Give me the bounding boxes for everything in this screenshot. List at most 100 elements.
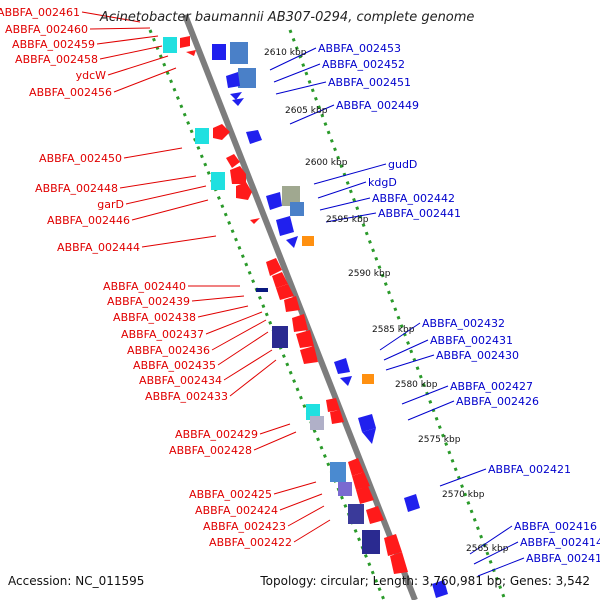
gene-arrow[interactable] <box>340 376 352 386</box>
right-gene-label[interactable]: ABBFA_002414 <box>520 536 600 549</box>
left-gene-label[interactable]: ABBFA_002422 <box>209 536 292 549</box>
gene-arrow[interactable] <box>230 92 242 100</box>
gene-arrow[interactable] <box>236 182 252 200</box>
gene-arrow[interactable] <box>292 314 308 332</box>
left-gene-label[interactable]: garD <box>97 198 124 211</box>
right-gene-label[interactable]: ABBFA_002449 <box>336 99 419 112</box>
gene-arrow[interactable] <box>250 218 260 224</box>
right-gene-label[interactable]: ABBFA_002453 <box>318 42 401 55</box>
gene-block[interactable] <box>290 202 304 216</box>
gene-arrow[interactable] <box>352 472 370 490</box>
left-gene-label[interactable]: ABBFA_002425 <box>189 488 272 501</box>
right-gene-label[interactable]: ABBFA_002442 <box>372 192 455 205</box>
gene-arrow[interactable] <box>334 358 350 374</box>
gene-block[interactable] <box>195 128 209 144</box>
left-gene-label[interactable]: ABBFA_002423 <box>203 520 286 533</box>
gene-block[interactable] <box>282 186 300 206</box>
gene-block[interactable] <box>211 172 225 190</box>
left-gene-label[interactable]: ABBFA_002444 <box>57 241 140 254</box>
left-leader-line <box>191 295 245 302</box>
gene-block[interactable] <box>256 288 268 292</box>
gene-block[interactable] <box>212 44 226 60</box>
gene-arrow[interactable] <box>266 258 282 276</box>
gene-arrow[interactable] <box>213 124 230 140</box>
gene-arrow[interactable] <box>226 72 240 88</box>
left-gene-label[interactable]: ABBFA_002424 <box>195 504 278 517</box>
gene-arrow[interactable] <box>326 398 340 412</box>
gene-arrow[interactable] <box>284 296 300 312</box>
gene-arrow[interactable] <box>362 428 376 444</box>
gene-block[interactable] <box>163 37 177 53</box>
right-gene-label[interactable]: ABBFA_002451 <box>328 76 411 89</box>
left-gene-label[interactable]: ABBFA_002459 <box>12 38 95 51</box>
right-gene-label[interactable]: ABBFA_002413 <box>526 552 600 565</box>
gene-block[interactable] <box>302 236 314 246</box>
gene-arrow[interactable] <box>186 50 196 56</box>
left-gene-label[interactable]: ydcW <box>76 69 107 82</box>
left-gene-label[interactable]: ABBFA_002438 <box>113 311 196 324</box>
gene-block[interactable] <box>330 462 346 482</box>
gene-arrow[interactable] <box>366 506 384 524</box>
gene-arrow[interactable] <box>348 458 364 476</box>
left-gene-label[interactable]: ABBFA_002450 <box>39 152 122 165</box>
left-gene-label[interactable]: ABBFA_002433 <box>145 390 228 403</box>
kbp-position-label: 2585 kbp <box>372 325 415 335</box>
gene-arrow[interactable] <box>230 166 246 184</box>
gene-block[interactable] <box>310 416 324 430</box>
right-gene-label[interactable]: ABBFA_002427 <box>450 380 533 393</box>
gene-block[interactable] <box>230 42 248 64</box>
gene-arrow[interactable] <box>404 494 420 512</box>
right-gene-label[interactable]: ABBFA_002416 <box>514 520 597 533</box>
gene-block[interactable] <box>362 374 374 384</box>
gene-arrow[interactable] <box>276 284 294 300</box>
right-gene-label[interactable]: ABBFA_002431 <box>430 334 513 347</box>
gene-arrow[interactable] <box>296 330 314 348</box>
gene-block[interactable] <box>338 482 352 496</box>
left-gene-label[interactable]: ABBFA_002448 <box>35 182 118 195</box>
left-gene-label[interactable]: ABBFA_002446 <box>47 214 130 227</box>
right-gene-label[interactable]: ABBFA_002430 <box>436 349 519 362</box>
gene-block[interactable] <box>348 504 364 524</box>
gene-arrow[interactable] <box>286 236 298 248</box>
left-gene-label[interactable]: ABBFA_002435 <box>133 359 216 372</box>
left-leader-line <box>229 359 277 397</box>
gene-arrow[interactable] <box>358 414 376 432</box>
left-gene-label[interactable]: ABBFA_002439 <box>107 295 190 308</box>
gene-arrow[interactable] <box>384 534 402 556</box>
left-leader-line <box>223 349 273 381</box>
gene-arrow[interactable] <box>246 130 262 144</box>
gene-arrow[interactable] <box>330 410 344 424</box>
gene-block[interactable] <box>238 68 256 88</box>
gene-arrow[interactable] <box>432 580 448 598</box>
left-gene-label[interactable]: ABBFA_002458 <box>15 53 98 66</box>
left-gene-label[interactable]: ABBFA_002440 <box>103 280 186 293</box>
left-gene-label[interactable]: ABBFA_002434 <box>139 374 222 387</box>
gene-arrow[interactable] <box>356 486 374 504</box>
gene-block[interactable] <box>272 326 288 348</box>
right-gene-label[interactable]: ABBFA_002426 <box>456 395 539 408</box>
left-gene-label[interactable]: ABBFA_002428 <box>169 444 252 457</box>
left-gene-label[interactable]: ABBFA_002456 <box>29 86 112 99</box>
gene-block[interactable] <box>362 530 380 554</box>
gene-arrow[interactable] <box>272 272 288 288</box>
gene-arrow[interactable] <box>226 154 240 168</box>
gene-arrow[interactable] <box>266 192 282 210</box>
right-gene-label[interactable]: gudD <box>388 158 417 171</box>
gene-arrow[interactable] <box>232 98 244 106</box>
left-gene-label[interactable]: ABBFA_002436 <box>127 344 210 357</box>
left-gene-label[interactable]: ABBFA_002429 <box>175 428 258 441</box>
gene-arrow[interactable] <box>276 216 294 236</box>
left-leader-line <box>141 235 217 248</box>
right-gene-label[interactable]: ABBFA_002432 <box>422 317 505 330</box>
right-gene-label[interactable]: ABBFA_002452 <box>322 58 405 71</box>
gene-arrow[interactable] <box>300 346 318 364</box>
gene-arrow[interactable] <box>390 552 408 574</box>
right-gene-label[interactable]: ABBFA_002421 <box>488 463 571 476</box>
right-gene-label[interactable]: ABBFA_002441 <box>378 207 461 220</box>
right-gene-label[interactable]: kdgD <box>368 176 397 189</box>
left-gene-label[interactable]: ABBFA_002461 <box>0 6 80 19</box>
left-gene-label[interactable]: ABBFA_002460 <box>5 23 88 36</box>
left-gene-label[interactable]: ABBFA_002437 <box>121 328 204 341</box>
gene-arrow[interactable] <box>180 36 190 48</box>
accession-text: Accession: NC_011595 <box>8 574 145 588</box>
